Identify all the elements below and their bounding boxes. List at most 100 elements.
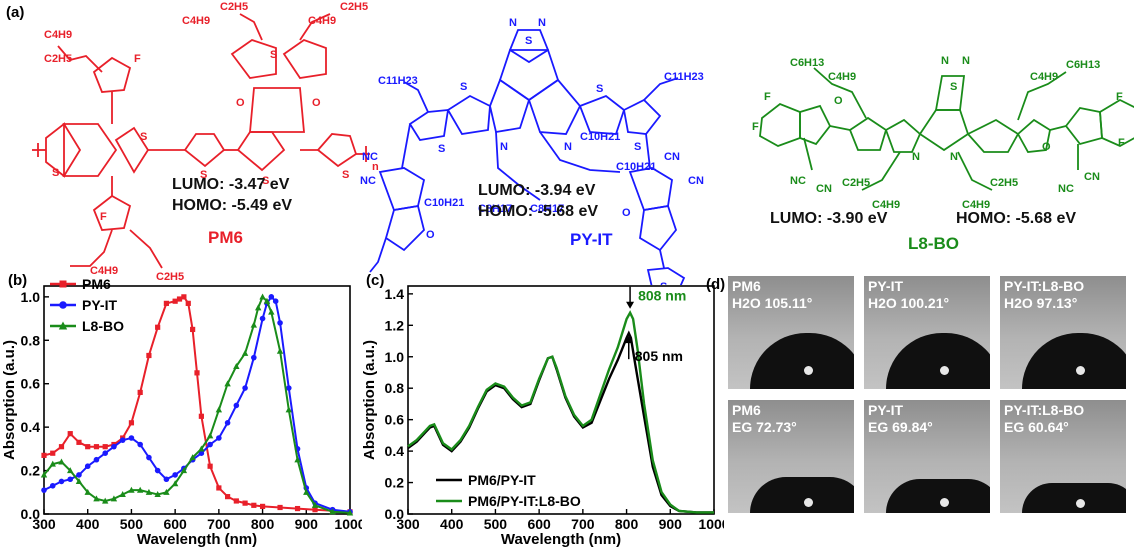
data-point: [50, 450, 56, 456]
l8bo-f-2: F: [752, 121, 759, 133]
absorption-chart-blend: 30040050060070080090010000.00.20.40.60.8…: [361, 285, 724, 548]
panel-label-c: (c): [366, 272, 385, 289]
data-point: [163, 488, 170, 495]
data-point: [137, 441, 143, 448]
y-tick-label: 0.4: [21, 419, 41, 435]
pyit-s-6: S: [660, 281, 667, 285]
pyit-c10h21-3: C10H21: [424, 197, 464, 209]
data-point: [242, 385, 248, 391]
x-tick-label: 400: [76, 516, 100, 532]
l8bo-cn-2: CN: [1084, 171, 1100, 183]
l8bo-n-1: N: [941, 55, 949, 67]
data-point: [76, 439, 82, 445]
data-point: [259, 315, 266, 322]
l8bo-f-1: F: [764, 91, 771, 103]
data-point: [111, 443, 117, 450]
pyit-cn-2: CN: [688, 175, 704, 187]
droplet: [750, 477, 854, 513]
pm6-c2h5-1: C2H5: [44, 53, 72, 65]
data-point: [277, 320, 283, 326]
pm6-f-2: F: [100, 211, 107, 223]
pm6-lumo: LUMO: -3.47 eV: [172, 176, 290, 193]
pyit-homo: HOMO: -5.68 eV: [478, 203, 599, 220]
pyit-n-4: N: [564, 141, 572, 153]
data-point: [145, 488, 153, 495]
l8bo-cn-1: CN: [816, 183, 832, 195]
legend-marker: [59, 301, 67, 309]
data-point: [233, 402, 240, 409]
l8bo-atoms: N N S F F F F O O C6H13 C4H9 C6H13 C4H9 …: [752, 55, 1125, 211]
x-tick-label: 500: [484, 516, 508, 532]
pyit-c11h23-1: C11H23: [378, 75, 418, 87]
data-point: [189, 454, 196, 461]
data-point: [67, 467, 74, 474]
annotation-arrowhead: [626, 301, 635, 309]
pyit-nc-2: NC: [360, 175, 376, 187]
data-point: [171, 480, 179, 487]
data-point: [84, 488, 91, 495]
legend-label: PM6/PY-IT: [468, 472, 536, 488]
l8bo-c4h9-4: C4H9: [962, 199, 990, 211]
annotation-label: 805 nm: [635, 348, 683, 364]
l8bo-homo: HOMO: -5.68 eV: [956, 210, 1077, 227]
data-point: [58, 444, 65, 450]
l8bo-c2h5-2: C2H5: [990, 177, 1018, 189]
pyit-s-2: S: [460, 81, 467, 93]
data-point: [102, 497, 109, 504]
pyit-name: PY-IT: [570, 230, 613, 249]
x-axis-label: Wavelength (nm): [501, 531, 621, 548]
legend-marker: [59, 280, 67, 288]
data-point: [128, 435, 135, 441]
pyit-o-2: O: [622, 207, 631, 219]
y-tick-label: 0.2: [21, 463, 41, 479]
pm6-atoms: C4H9 C2H5 F C4H9 C2H5 C4H9 C2H5 S O O S …: [44, 1, 379, 283]
l8bo-c2h5-1: C2H5: [842, 177, 870, 189]
data-point: [93, 456, 100, 463]
pm6-s-2: S: [52, 167, 59, 179]
l8bo-c4h9-2: C4H9: [1030, 71, 1058, 83]
data-point: [194, 370, 200, 376]
data-point: [286, 385, 292, 391]
data-point: [67, 431, 73, 437]
x-tick-label: 300: [32, 516, 56, 532]
y-tick-label: 0.8: [21, 332, 41, 348]
y-tick-label: 0.0: [385, 506, 405, 522]
pyit-n-2: N: [538, 17, 546, 29]
pyit-s-4: S: [438, 143, 445, 155]
pyit-s-5: S: [634, 141, 641, 153]
panel-label-b: (b): [8, 272, 28, 289]
data-point: [251, 354, 257, 361]
pm6-name: PM6: [208, 228, 243, 247]
pm6-c2h5-3: C2H5: [340, 1, 368, 13]
data-point: [215, 406, 223, 413]
data-point: [172, 298, 178, 304]
data-point: [224, 420, 231, 426]
data-point: [294, 505, 301, 512]
data-point: [329, 508, 336, 515]
l8bo-n-2: N: [962, 55, 970, 67]
data-point: [176, 296, 183, 302]
y-tick-label: 0.2: [385, 475, 405, 491]
pyit-s-1: S: [525, 35, 532, 47]
data-point: [136, 486, 144, 493]
data-point: [346, 509, 354, 516]
x-tick-label: 700: [207, 516, 231, 532]
data-point: [185, 300, 191, 306]
data-point: [119, 491, 126, 498]
data-point: [255, 304, 262, 311]
data-point: [49, 460, 56, 467]
y-tick-label: 1.0: [21, 289, 41, 305]
x-tick-label: 400: [440, 516, 464, 532]
data-point: [41, 452, 47, 458]
data-point: [224, 380, 231, 387]
x-tick-label: 600: [527, 516, 551, 532]
l8bo-s-1: S: [950, 81, 957, 93]
data-point: [155, 324, 161, 330]
data-point: [198, 445, 205, 452]
data-point: [181, 294, 187, 300]
